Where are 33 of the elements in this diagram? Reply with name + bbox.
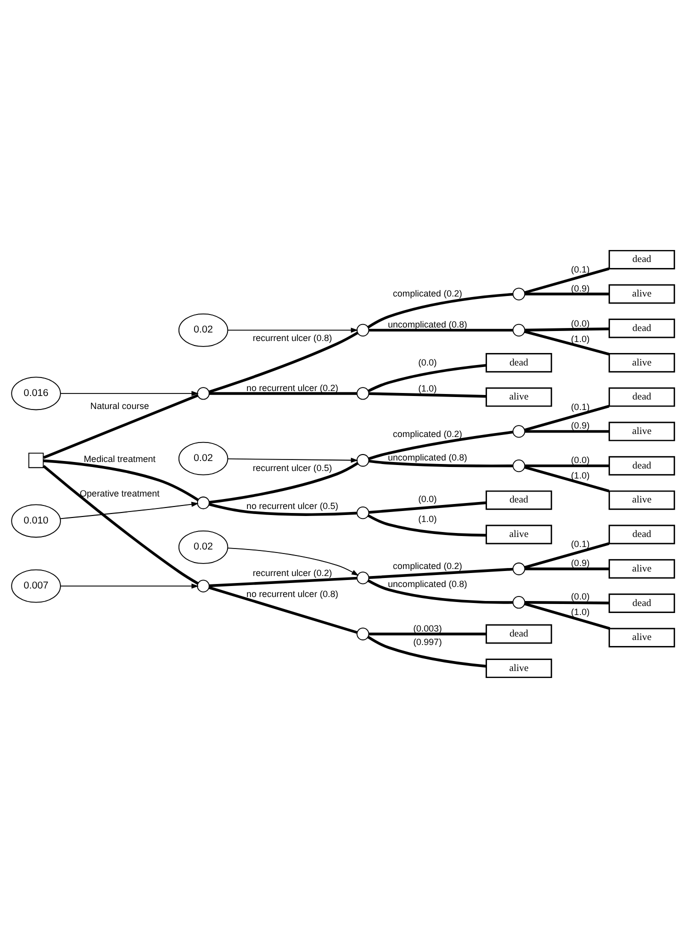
edge-label: (0.9) [571,420,590,430]
edge-label: Natural course [90,400,150,410]
edge-label: (0.997) [413,636,442,646]
edge-label: (1.0) [418,513,437,524]
edge-label: recurrent ulcer (0.2) [252,568,332,578]
edge-label: (0.0) [571,318,590,328]
edge-label: (1.0) [571,606,590,616]
edge-label: no recurrent ulcer (0.8) [246,588,338,598]
edge-label: (0.9) [571,558,590,568]
edge-label: no recurrent ulcer (0.2) [246,382,338,392]
edge-label: complicated (0.2) [392,428,462,438]
edge-label: recurrent ulcer (0.8) [252,332,332,343]
edge-label: (0.1) [571,538,590,549]
edge-label: (0.0) [571,454,590,465]
edge-label: (1.0) [571,333,590,344]
edge-label: (1.0) [571,470,590,480]
edge-label: Medical treatment [84,454,156,464]
edge-label: (0.0) [418,356,437,367]
edge-label: uncomplicated (0.8) [388,578,468,588]
edge-label: Operative treatment [80,488,160,498]
edge-label: uncomplicated (0.8) [388,452,468,462]
edge-label: uncomplicated (0.8) [388,318,468,329]
edge-label: complicated (0.2) [392,560,462,570]
edge-label: (0.9) [571,282,590,293]
edge-label: (1.0) [418,383,437,394]
edge-label: (0.1) [571,264,590,274]
edge-label: no recurrent ulcer (0.5) [246,500,338,511]
edge-label: (0.0) [571,591,590,602]
edge-label: recurrent ulcer (0.5) [252,462,332,473]
edge-label: (0.003) [413,622,442,633]
edge-label: (0.1) [571,401,590,412]
edge-label: complicated (0.2) [392,288,462,298]
edge-label: (0.0) [418,493,437,504]
